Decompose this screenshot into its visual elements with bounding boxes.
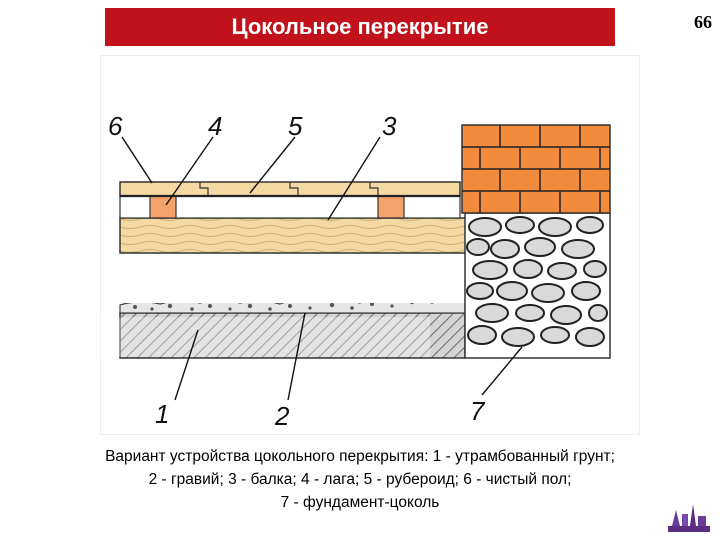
city-skyline-logo-icon xyxy=(666,500,712,534)
beam-3 xyxy=(119,217,511,254)
caption-line-3: 7 - фундамент-цоколь xyxy=(280,494,440,511)
callout-3: 3 xyxy=(382,111,397,141)
caption-line-2: 2 - гравий; 3 - балка; 4 - лага; 5 - руб… xyxy=(148,471,572,488)
callout-7: 7 xyxy=(470,396,486,426)
callout-2: 2 xyxy=(274,401,290,431)
caption-line-1: Вариант устройства цокольного перекрытия… xyxy=(105,448,615,465)
page-number: 66 xyxy=(694,12,712,32)
underfloor-air-gap xyxy=(120,253,465,303)
floor-construction-diagram: 6 4 5 3 1 2 7 xyxy=(99,54,641,436)
foundation-plinth-7 xyxy=(464,212,611,359)
watermark-band xyxy=(100,317,430,357)
callout-6: 6 xyxy=(108,111,123,141)
figure-caption: Вариант устройства цокольного перекрытия… xyxy=(20,445,700,514)
lag-4a xyxy=(149,195,177,219)
callout-5: 5 xyxy=(288,111,303,141)
slide-title: Цокольное перекрытие xyxy=(105,8,615,46)
compacted-ground-layer xyxy=(119,312,466,359)
brick-wall xyxy=(461,124,611,214)
leader-lines xyxy=(121,136,523,401)
callout-4: 4 xyxy=(208,111,222,141)
callout-1: 1 xyxy=(155,399,169,429)
lag-4b xyxy=(377,195,405,219)
floor-board-joints xyxy=(199,182,379,196)
